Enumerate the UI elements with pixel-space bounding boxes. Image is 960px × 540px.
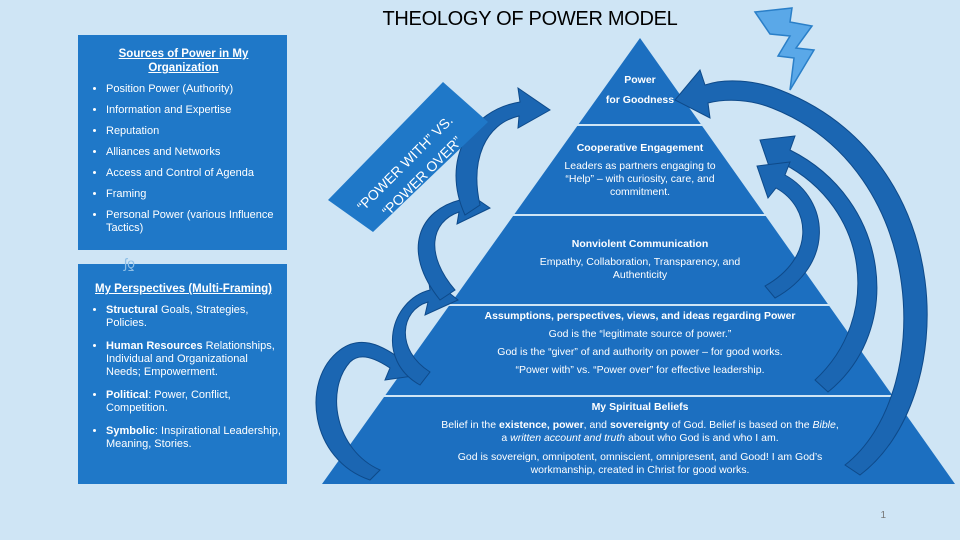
text-run: sovereignty	[609, 419, 669, 431]
perspectives-box: My Perspectives (Multi-Framing) Structur…	[78, 264, 287, 484]
power-banner: “POWER WITH” VS. “POWER OVER”	[328, 82, 488, 232]
perspectives-list: Structural Goals, Strategies, Policies. …	[86, 304, 281, 451]
level-2-heading: Cooperative Engagement	[576, 142, 704, 154]
pyramid-level-assumptions: Assumptions, perspectives, views, and id…	[440, 307, 840, 379]
pyramid-level-nonviolent: Nonviolent Communication Empathy, Collab…	[500, 238, 780, 282]
perspectives-heading: My Perspectives (Multi-Framing)	[94, 283, 272, 295]
text-run: Belief in the	[441, 419, 500, 431]
level-4-line: “Power with” vs. “Power over” for effect…	[515, 364, 765, 376]
level-3-heading: Nonviolent Communication	[571, 238, 709, 250]
sources-heading: Sources of Power in My Organization	[118, 48, 249, 74]
decorative-glyph: ʃƍ	[123, 255, 135, 271]
pyramid-level-spiritual: My Spiritual Beliefs Belief in the exist…	[380, 401, 900, 477]
text-run: ,	[835, 419, 839, 431]
banner-shape	[328, 82, 488, 232]
page-number: 1	[880, 510, 886, 521]
level-5-line: Belief in the existence, power, and sove…	[380, 419, 900, 432]
level-5-heading: My Spiritual Beliefs	[591, 401, 689, 413]
text-run: written account and truth	[510, 432, 626, 444]
text-run: , and	[583, 419, 610, 431]
frame-name: Human Resources	[106, 340, 203, 352]
curved-arrow-icon	[315, 86, 551, 481]
sources-list: Position Power (Authority) Information a…	[86, 83, 281, 235]
lightning-bolt-icon	[753, 7, 816, 91]
frame-name: Political	[106, 389, 149, 401]
frame-name: Structural	[106, 304, 158, 316]
list-item: Human Resources Relationships, Individua…	[106, 340, 281, 379]
list-item: Information and Expertise	[106, 104, 281, 117]
text-run: existence, power	[499, 419, 584, 431]
sources-of-power-box: Sources of Power in My Organization Posi…	[78, 35, 287, 250]
level-4-line: God is the “giver” of and authority on p…	[497, 346, 783, 358]
level-2-line: Leaders as partners engaging to	[564, 160, 716, 172]
list-item: Framing	[106, 188, 281, 201]
level-5-line: workmanship, created in Christ for good …	[530, 464, 750, 476]
pyramid-level-cooperative: Cooperative Engagement Leaders as partne…	[530, 142, 750, 199]
level-2-line: “Help” – with curiosity, care, and	[565, 173, 715, 185]
list-item: Political: Power, Conflict, Competition.	[106, 389, 281, 415]
frame-name: Symbolic	[106, 425, 155, 437]
level-3-line: Authenticity	[612, 269, 668, 281]
pyramid-shape	[322, 38, 955, 484]
level-3-line: Empathy, Collaboration, Transparency, an…	[539, 256, 741, 268]
pyramid-level-power: Power for Goodness	[560, 74, 720, 107]
page-title: THEOLOGY OF POWER MODEL	[382, 8, 678, 30]
level-2-line: commitment.	[609, 186, 671, 198]
frame-desc: : Power, Conflict, Competition.	[106, 389, 231, 414]
pyramid-dividers	[375, 124, 905, 397]
list-item: Structural Goals, Strategies, Policies.	[106, 304, 281, 330]
list-item: Symbolic: Inspirational Leadership, Mean…	[106, 425, 281, 451]
list-item: Reputation	[106, 125, 281, 138]
level-1-line-1: Power	[624, 74, 656, 86]
frame-desc: Relationships, Individual and Organizati…	[106, 340, 275, 378]
text-run: a	[501, 432, 511, 444]
text-run: about who God is and who I am.	[625, 432, 779, 444]
frame-desc: : Inspirational Leadership, Meaning, Sto…	[106, 425, 281, 450]
list-item: Position Power (Authority)	[106, 83, 281, 96]
frame-desc: Goals, Strategies, Policies.	[106, 304, 249, 329]
level-4-line: God is the “legitimate source of power.”	[548, 328, 732, 340]
level-5-line: God is sovereign, omnipotent, omniscient…	[457, 451, 823, 463]
list-item: Access and Control of Agenda	[106, 167, 281, 180]
list-item: Alliances and Networks	[106, 146, 281, 159]
level-5-line: a written account and truth about who Go…	[380, 432, 900, 445]
list-item: Personal Power (various Influence Tactic…	[106, 209, 281, 235]
curved-arrow-icon	[674, 68, 928, 476]
text-run: Bible	[812, 419, 836, 431]
level-1-line-2: for Goodness	[605, 94, 675, 106]
level-4-heading: Assumptions, perspectives, views, and id…	[484, 310, 796, 322]
text-run: of God. Belief is based on the	[668, 419, 813, 431]
